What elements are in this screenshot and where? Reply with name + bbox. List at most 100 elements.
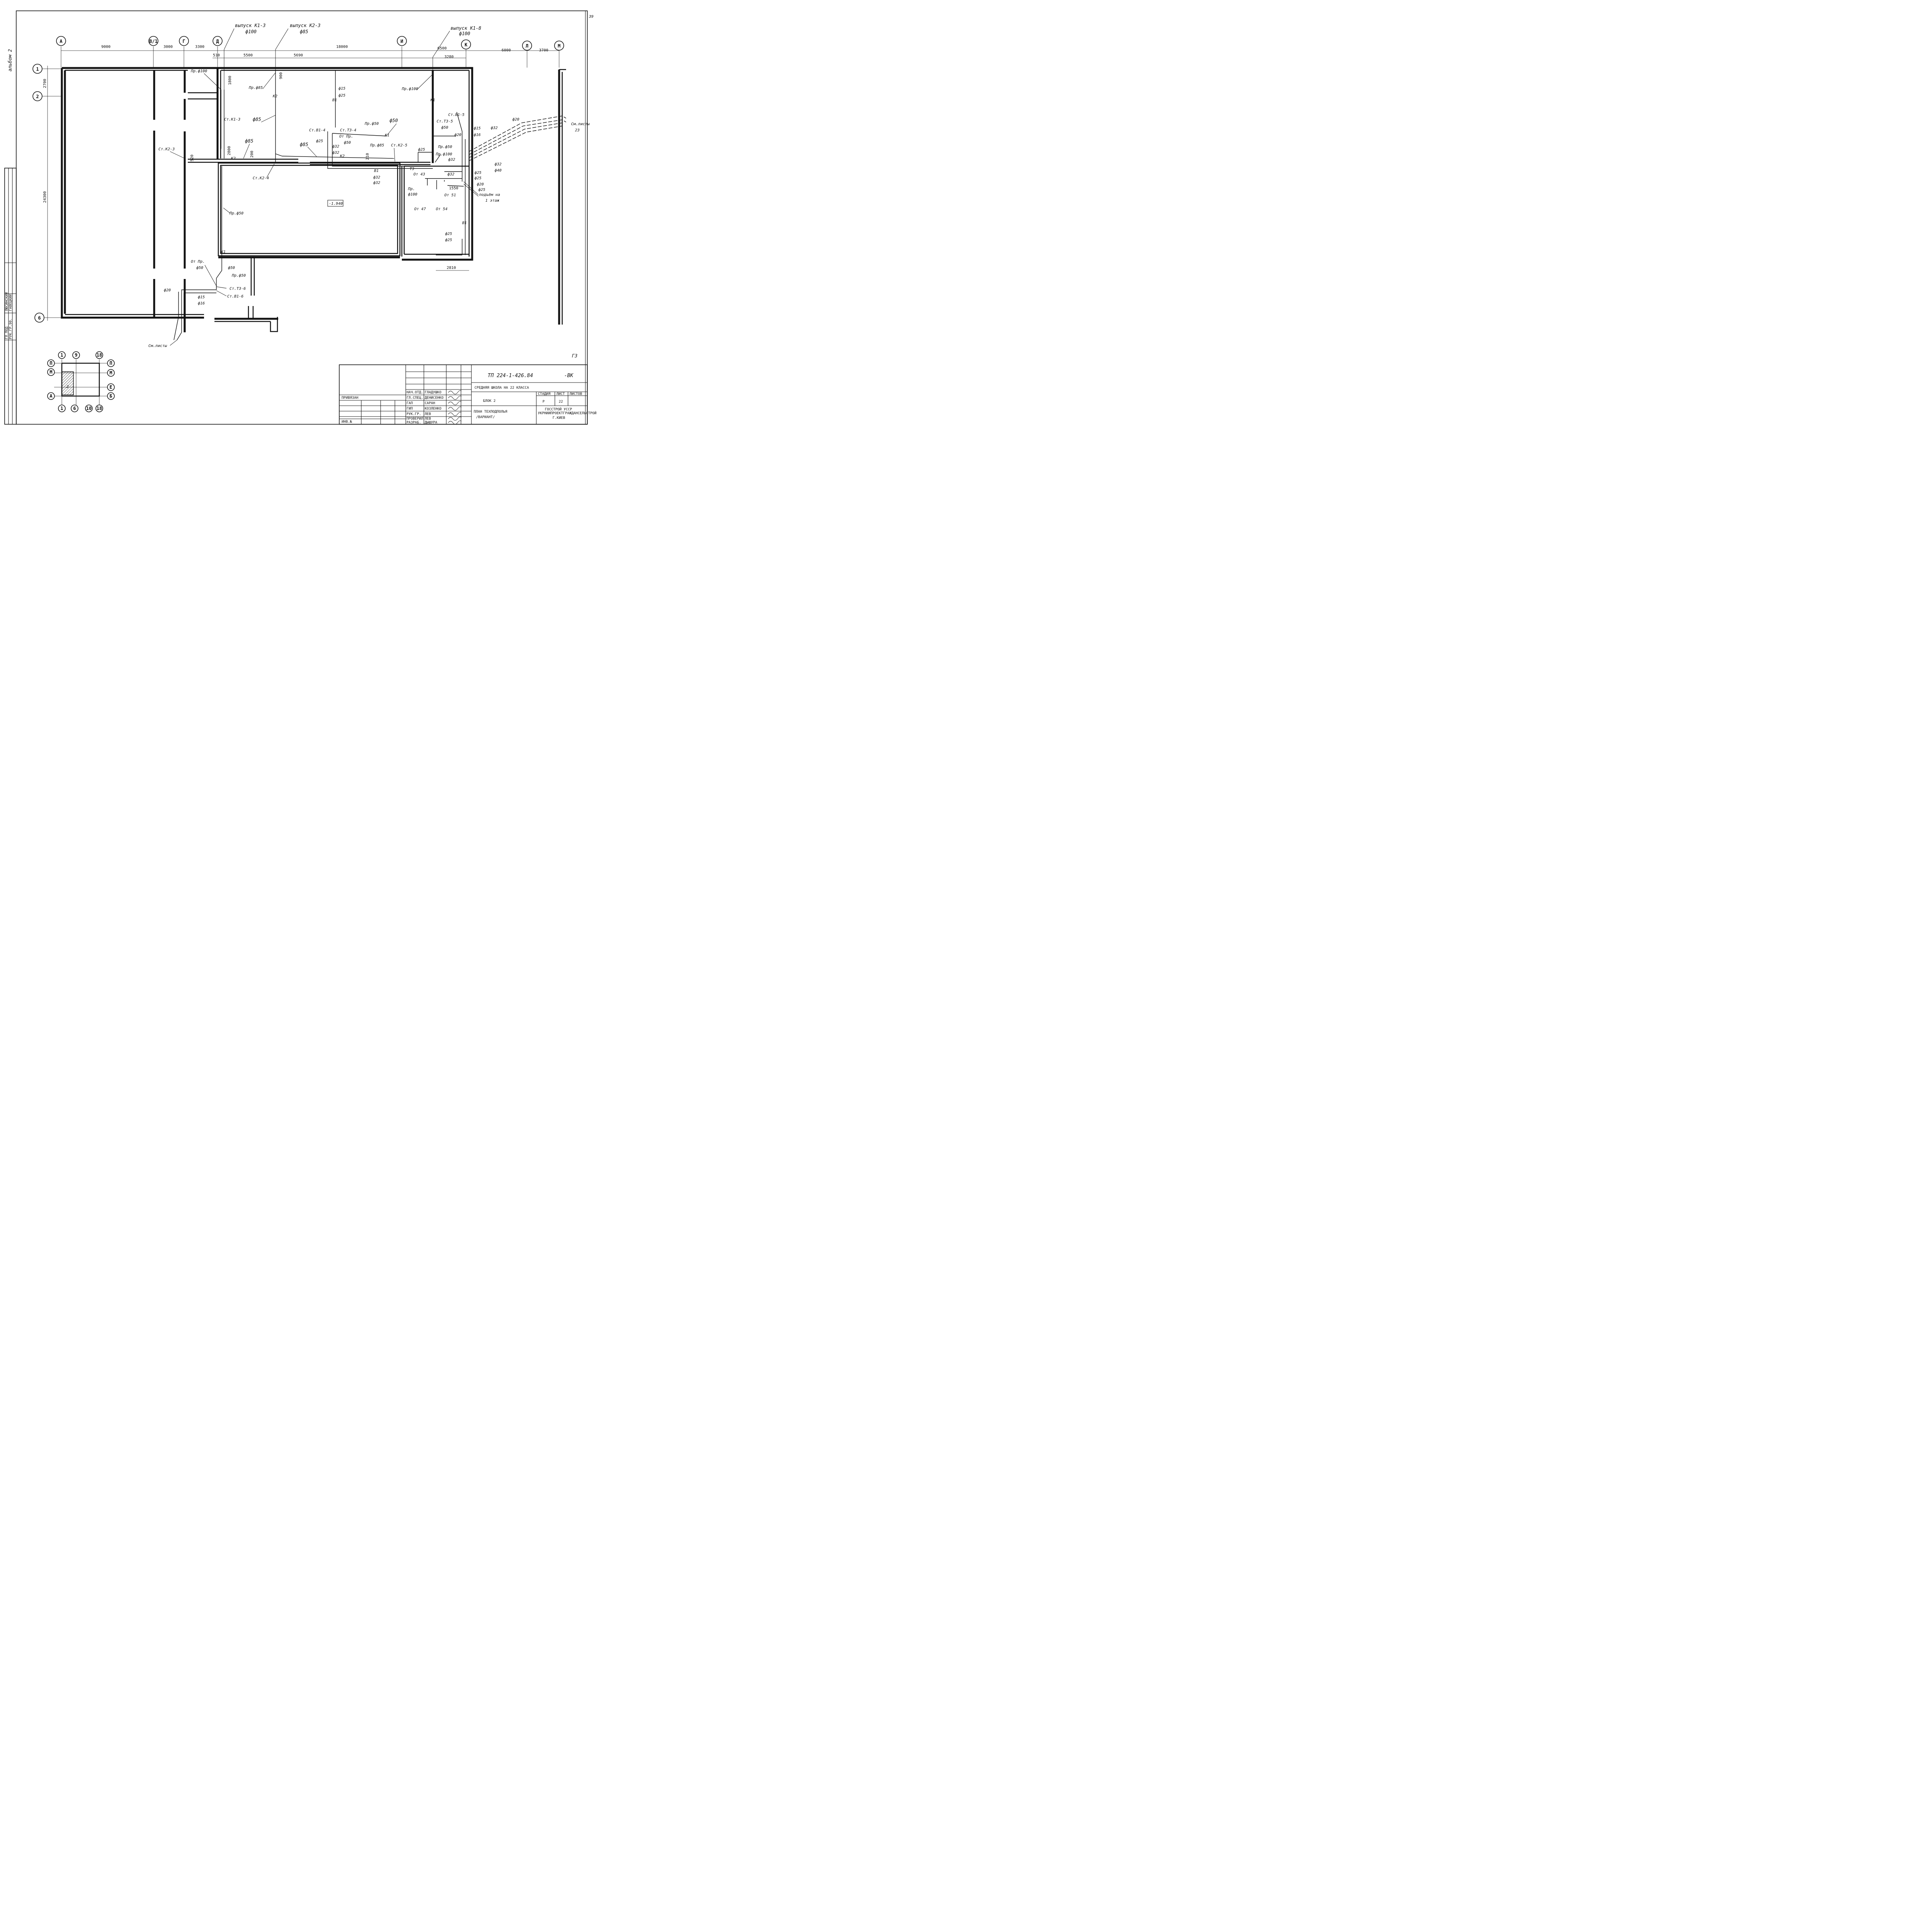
side-stamp-row2: РУК.ГР.90. <box>9 318 13 339</box>
tb-bound-label: ПРИВЯЗАН <box>342 396 358 400</box>
svg-text:3300: 3300 <box>195 45 204 49</box>
side-stamp-name1: ЛЮСИНСКИЙ <box>4 292 9 311</box>
outlet-k18-title: выпуск К1-8 <box>451 26 481 31</box>
axis-markers-top: А В/1 Г Д И К Л М <box>56 36 564 68</box>
pipe-annotations: Пр.ф100 Пр.ф85 Пр.ф100 ф15 ф25 Ст.К1-3 ф… <box>148 69 590 348</box>
svg-text:От Пр.: От Пр. <box>191 260 205 264</box>
svg-text:ф32: ф32 <box>491 126 498 130</box>
svg-text:5690: 5690 <box>294 53 303 58</box>
svg-text:520: 520 <box>190 155 194 162</box>
svg-text:В1: В1 <box>374 169 379 173</box>
tb-name: ГЛАДУШКО <box>425 391 441 395</box>
svg-text:От 43: От 43 <box>413 172 425 177</box>
svg-text:ф32: ф32 <box>373 180 380 185</box>
tb-role: ПРОВЕРИЛ <box>406 417 423 421</box>
axis-label: К <box>464 42 468 48</box>
svg-text:Ст.В1-4: Ст.В1-4 <box>309 128 325 133</box>
svg-text:3280: 3280 <box>444 55 454 59</box>
tb-stage-header: СТАДИЯ <box>538 392 551 396</box>
svg-text:Ст.В1-6: Ст.В1-6 <box>227 294 243 299</box>
signature-scribble <box>448 406 462 411</box>
axis-label: Д <box>216 39 219 44</box>
svg-text:От 47: От 47 <box>414 207 426 211</box>
axis-circle-A <box>56 36 66 46</box>
level-mark: -1.940 <box>329 202 343 206</box>
tb-org-3: Г.КИЕВ <box>553 416 565 420</box>
svg-text:9000: 9000 <box>101 45 111 49</box>
svg-text:Ст.К2-3: Ст.К2-3 <box>158 147 175 151</box>
svg-text:ф25: ф25 <box>418 147 425 152</box>
svg-text:ф32: ф32 <box>448 157 455 162</box>
svg-text:3000: 3000 <box>163 45 173 49</box>
svg-text:1550: 1550 <box>449 186 458 190</box>
svg-text:Пр.ф85: Пр.ф85 <box>370 143 384 148</box>
svg-text:ф20: ф20 <box>477 182 484 187</box>
svg-text:Ст.Т3-6: Ст.Т3-6 <box>230 287 246 291</box>
tb-sheet: 22 <box>559 400 563 404</box>
tb-role: ГИП <box>406 407 413 411</box>
svg-text:Ст.К1-3: Ст.К1-3 <box>224 117 240 122</box>
svg-text:ф15: ф15 <box>338 86 345 91</box>
svg-text:ф15: ф15 <box>198 295 205 299</box>
svg-text:ф85: ф85 <box>253 117 261 122</box>
tb-role: ГЛ.СПЕЦ. <box>406 396 423 400</box>
svg-text:В1: В1 <box>332 98 337 102</box>
svg-text:К2: К2 <box>231 156 236 161</box>
svg-text:Ст.Т3-5: Ст.Т3-5 <box>437 119 453 124</box>
tb-drawing-title: ПЛАН ТЕХПОДПОЛЬЯ <box>474 410 507 414</box>
tb-role: ГАП <box>406 401 413 405</box>
title-block: ТП 224-1-426.84 -ВК СРЕДНЯЯ ШКОЛА НА 22 … <box>339 364 597 425</box>
svg-text:Пр.ф50: Пр.ф50 <box>438 145 452 149</box>
outlet-labels: выпуск К1-3 ф100 выпуск К2-3 ф85 выпуск … <box>224 23 481 90</box>
svg-text:Ст.В1-5: Ст.В1-5 <box>448 113 464 117</box>
svg-text:ф25: ф25 <box>478 187 485 192</box>
svg-text:ф20: ф20 <box>512 117 519 122</box>
svg-text:1800: 1800 <box>228 76 232 85</box>
axis-circle-D <box>213 36 223 46</box>
svg-text:П: П <box>109 361 112 366</box>
signature-scribble <box>448 417 462 421</box>
svg-text:18: 18 <box>97 406 102 411</box>
tb-role: РАЗРАБ. <box>406 421 421 425</box>
svg-text:ф25: ф25 <box>445 238 452 242</box>
svg-text:Пр.: Пр. <box>408 187 415 191</box>
technical-basement-plan: 39 альбом 2 ГЛ.ПОД РУК.ГР.90. ЛЮСИНСКИЙ … <box>4 10 597 425</box>
svg-text:2810: 2810 <box>447 266 456 270</box>
key-plan: 2 1 9 18 1 6 10 18 П М А П М Е Б <box>47 351 115 412</box>
svg-text:От 54: От 54 <box>436 207 447 211</box>
outlet-k23-title: выпуск К2-3 <box>290 23 320 28</box>
tb-inv-label: ИНВ.№ <box>342 420 352 424</box>
svg-text:ф16: ф16 <box>198 301 205 306</box>
svg-text:6: 6 <box>73 406 76 411</box>
axis-circle-L <box>522 41 532 51</box>
svg-text:ф50: ф50 <box>196 265 203 270</box>
svg-text:Пр.ф100: Пр.ф100 <box>401 87 418 91</box>
top-dimension-chain: 9000 3000 3300 18000 6500 6000 3700 510 … <box>61 45 559 59</box>
svg-text:От Пр.: От Пр. <box>339 134 353 139</box>
svg-text:2700: 2700 <box>43 79 47 88</box>
svg-text:К1: К1 <box>221 250 226 254</box>
axis-markers-left: 1 2 6 2700 24300 <box>32 64 66 323</box>
svg-text:Е: Е <box>109 384 112 390</box>
svg-text:Пр.ф100: Пр.ф100 <box>435 152 452 156</box>
svg-text:А: А <box>49 393 53 399</box>
svg-text:6000: 6000 <box>502 48 511 53</box>
svg-text:ф15: ф15 <box>474 126 481 131</box>
svg-text:К2: К2 <box>272 94 277 99</box>
tb-stage: Р <box>543 400 545 404</box>
side-stamp-name2: ГАВЕЦКИЙ <box>8 294 13 311</box>
svg-text:200: 200 <box>250 151 254 158</box>
tb-role: НАЧ.ОТД. <box>406 391 423 395</box>
axis-circle-G <box>179 36 189 46</box>
svg-text:18: 18 <box>97 352 102 358</box>
svg-text:Пр.ф50: Пр.ф50 <box>231 273 246 278</box>
axis-label: М <box>558 43 560 49</box>
svg-text:1: 1 <box>60 406 63 411</box>
axis-label: 1 <box>36 66 39 72</box>
svg-text:1 этаж: 1 этаж <box>485 199 500 203</box>
tb-project: СРЕДНЯЯ ШКОЛА НА 22 КЛАССА <box>474 386 529 390</box>
tb-sheets-header: ЛИСТОВ <box>570 392 582 396</box>
axis-label: Г <box>182 39 185 44</box>
svg-text:От 51: От 51 <box>444 193 456 197</box>
svg-text:Пр.ф50: Пр.ф50 <box>364 121 379 126</box>
